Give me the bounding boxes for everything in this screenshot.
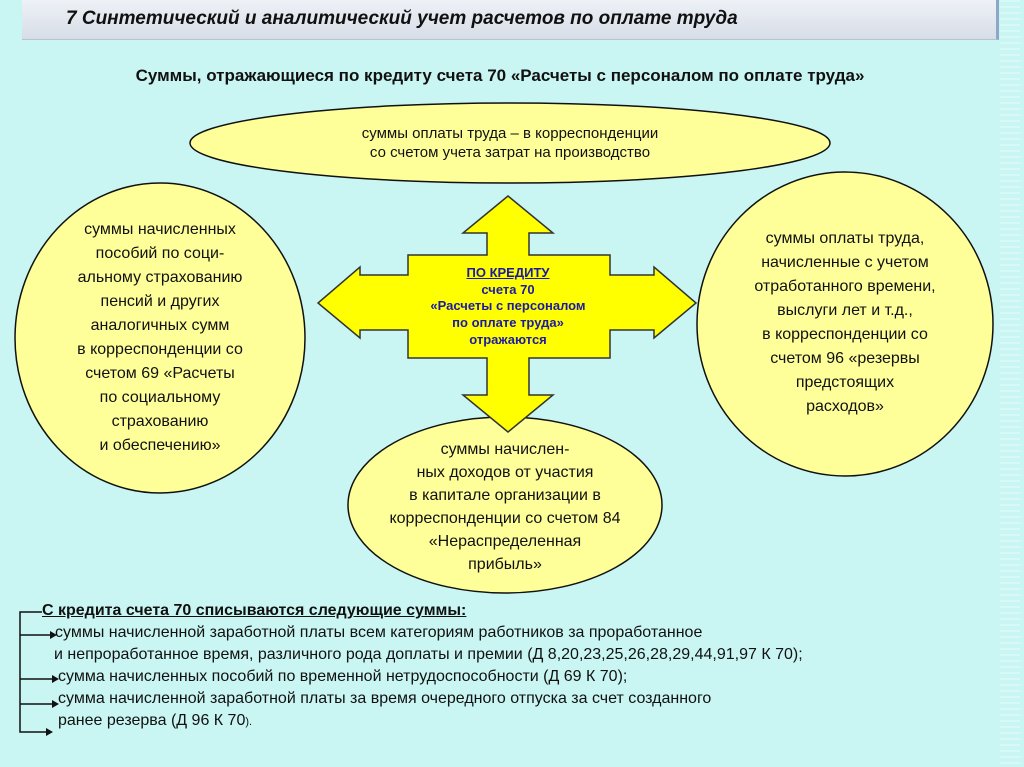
center-line-5: отражаются [469,331,547,347]
bottom-ellipse-text: суммы начислен- ных доходов от участия в… [355,432,655,582]
left-line-4: пенсий и других [100,293,220,310]
bracket-arrowhead-4 [46,728,53,736]
right-line-3: отработанного времени, [754,278,936,295]
center-line-2: счета 70 [481,281,535,297]
top-line-2: со счетом учета затрат на производство [369,144,651,161]
bottom-line-2: ных доходов от участия [416,464,594,481]
right-line-8: расходов» [806,398,884,415]
bracket-line [19,611,46,733]
writeoff-item-1a: суммы начисленной заработной платы всем … [55,624,703,641]
top-ellipse-text: суммы оплаты труда – в корреспонденции с… [250,116,770,172]
right-line-4: выслуги лет и т.д., [777,302,913,319]
left-line-5: аналогичных сумм [90,317,230,334]
top-line-1: суммы оплаты труда – в корреспонденции [361,125,659,143]
bracket-arrowhead-2 [52,675,59,683]
four-way-arrow [316,195,698,433]
right-line-1: суммы оплаты труда, [765,230,925,247]
right-line-2: начисленные с учетом [761,254,929,271]
diagram-subtitle: Суммы, отражающиеся по кредиту счета 70 … [135,66,865,85]
right-ellipse-text: суммы оплаты труда, начисленные с учетом… [720,218,970,428]
left-line-8: по социальному [99,389,221,406]
writeoff-heading: С кредита счета 70 списываются следующие… [42,602,467,619]
writeoff-item-1b: и непроработанное время, различного рода… [54,646,803,663]
writeoff-item-3b-text: ранее резерва (Д 96 К 70 [58,712,246,729]
left-line-7: счетом 69 «Расчеты [85,365,235,382]
bottom-line-1: суммы начислен- [440,441,570,458]
left-line-2: пособий по соци- [95,245,225,262]
bottom-line-3: в капитале организации в [409,487,601,504]
bottom-line-4: корреспонденции со счетом 84 [389,510,621,527]
writeoff-list: С кредита счета 70 списываются следующие… [40,600,940,733]
center-line-4: по оплате труда» [452,314,564,330]
title-bar: 7 Синтетический и аналитический учет рас… [22,0,999,40]
left-line-1: суммы начисленных [84,221,236,238]
right-line-7: предстоящих [795,374,895,391]
writeoff-item-3a: сумма начисленной заработной платы за вр… [58,690,712,707]
left-line-10: и обеспечению» [99,437,221,454]
bracket-arrows [19,611,59,736]
bracket-arrowhead-3 [52,700,59,708]
top-ellipse-shape [189,102,831,184]
left-ellipse-text: суммы начисленных пособий по соци- ально… [35,210,285,466]
left-line-6: в корреспонденции со [77,341,243,358]
left-ellipse-shape [14,182,306,494]
page-title: 7 Синтетический и аналитический учет рас… [66,8,738,29]
bottom-line-6: прибыль» [468,556,542,573]
writeoff-item-2: сумма начисленных пособий по временной н… [58,668,628,685]
right-ellipse-shape [696,171,994,477]
bracket-arrowhead-1 [50,631,57,639]
right-line-5: в корреспонденции со [762,326,928,343]
left-line-9: страхованию [111,413,209,430]
center-line-3: «Расчеты с персоналом [430,298,586,314]
bottom-line-5: «Нераспределенная [428,533,582,550]
decorative-stripe [1000,0,1020,767]
left-line-3: альному страхованию [77,269,243,286]
writeoff-item-3b: ранее резерва (Д 96 К 70). [40,710,940,733]
center-line-1: ПО КРЕДИТУ [466,265,550,280]
right-line-6: счетом 96 «резервы [770,350,920,367]
center-arrow-text: ПО КРЕДИТУ счета 70 «Расчеты с персонало… [408,265,608,348]
writeoff-item-3b-tail: ). [245,716,253,728]
